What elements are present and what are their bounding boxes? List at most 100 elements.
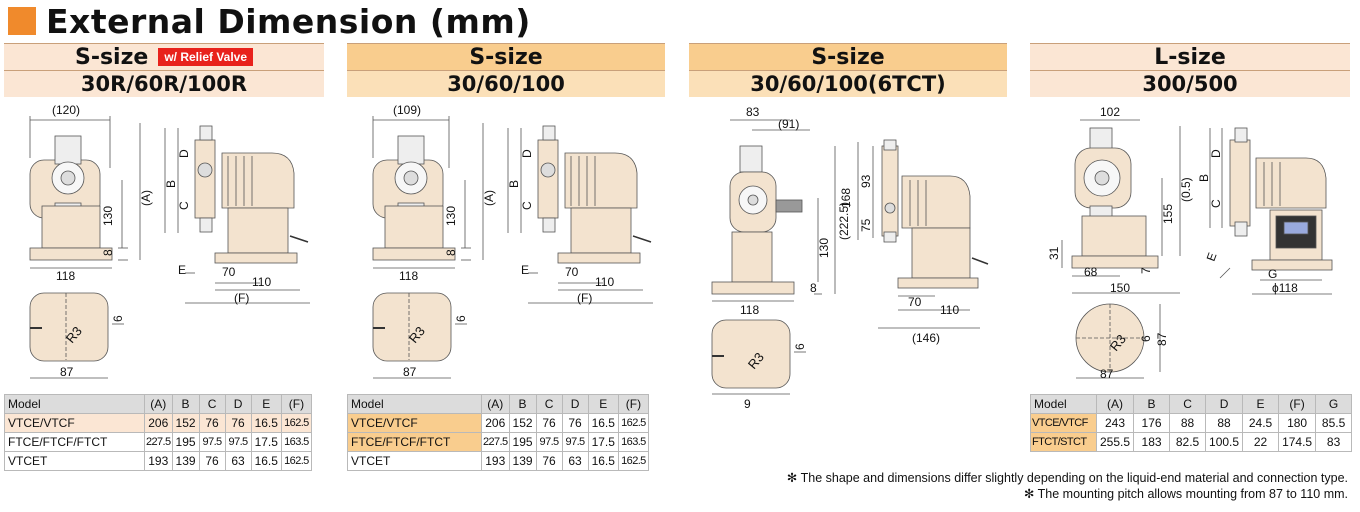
cell: 163.5 [280,432,312,452]
dim-e: E [178,263,186,277]
th-g: G [1315,394,1353,414]
cell: 180 [1278,413,1317,433]
plate-slot: 6 [454,315,468,322]
drawing-col-2: (109) 118 130 8 (A) B C D E 70 110 (F) R… [343,98,683,388]
cell: 139 [171,451,200,471]
cell: 76 [535,413,563,433]
title-text: External Dimension (mm) [46,1,531,41]
dim-f: (F) [577,291,592,305]
cell: 193 [481,451,510,471]
cell: 193 [144,451,173,471]
dim-h130: 130 [101,206,115,226]
cell: 100.5 [1205,432,1244,452]
header-col-3-models: 30/60/100(6TCT) [689,71,1007,97]
dim-c: C [520,201,534,210]
th-a: (A) [481,394,510,414]
dim-base: 118 [399,269,418,283]
cell: 17.5 [250,432,282,452]
th-a: (A) [1095,394,1135,414]
dim-w110: 110 [595,275,614,289]
cell: 76 [198,451,226,471]
header-col-3-size: S-size [689,44,1007,71]
plate-h87: 87 [1155,332,1169,346]
dim-b: B [164,180,178,188]
table-header-row: Model (A) B C D E (F) [347,394,649,414]
header-col-4: L-size 300/500 [1030,43,1350,97]
dim-w68: 68 [1084,265,1098,279]
table-row: FTCT/STCT 255.5 183 82.5 100.5 22 174.5 … [1030,432,1353,452]
cell: 16.5 [250,413,282,433]
cell: 152 [508,413,537,433]
drawing-col-1: (120) 118 130 8 (A) B C D E 70 110 (F) R… [0,98,340,388]
th-e: E [250,394,282,414]
dim-w91: (91) [778,117,799,131]
cell: 17.5 [587,432,619,452]
th-c: C [198,394,226,414]
dim-h31: 31 [1047,246,1061,260]
dim-h05: (0.5) [1179,177,1193,202]
dim-h130: 130 [444,206,458,226]
table-row: VTCET 193 139 76 63 16.5 162.5 [4,451,312,471]
cell: 176 [1133,413,1171,433]
spec-table-col-1: Model (A) B C D E (F) VTCE/VTCF 206 152 … [4,394,312,471]
relief-valve-badge: w/ Relief Valve [158,48,254,66]
cell: 183 [1133,432,1171,452]
size-label: S-size [74,44,149,70]
cell: 97.5 [224,432,252,452]
cell: VTCET [347,451,482,471]
th-model: Model [4,394,145,414]
th-f: (F) [1278,394,1317,414]
dim-w150: 150 [1110,281,1130,295]
spec-table-col-2: Model (A) B C D E (F) VTCE/VTCF 206 152 … [347,394,649,471]
plate-width: 87 [60,365,74,379]
dim-h225: (222.5) [837,202,851,240]
plate-width: 87 [1100,367,1114,381]
cell: 82.5 [1169,432,1207,452]
cell: 97.5 [198,432,226,452]
cell: FTCT/STCT [1030,432,1097,452]
dim-h8: 8 [444,249,458,256]
th-model: Model [347,394,482,414]
dim-h7: 7 [1139,267,1153,274]
dim-d: D [1209,149,1223,158]
dim-h8: 8 [101,249,115,256]
cell: 162.5 [617,451,649,471]
plate-slot: 6 [1139,335,1153,342]
th-f: (F) [617,394,649,414]
dim-f: (F) [234,291,249,305]
dim-h168: 168 [839,188,853,208]
dim-w110: 110 [252,275,271,289]
cell: 76 [561,413,589,433]
table-row: VTCE/VTCF 206 152 76 76 16.5 162.5 [4,413,312,433]
cell: 97.5 [561,432,589,452]
dim-c: C [1209,199,1223,208]
cell: 162.5 [280,413,312,433]
cell: 162.5 [617,413,649,433]
dim-width: (109) [393,103,421,117]
dim-c: C [177,201,191,210]
cell: 162.5 [280,451,312,471]
th-c: C [535,394,563,414]
table-header-row: Model (A) B C D E (F) G [1030,394,1353,414]
dim-h130: 130 [817,238,831,258]
dim-base: 118 [56,269,75,283]
table-row: FTCE/FTCF/FTCT 227.5 195 97.5 97.5 17.5 … [4,432,312,452]
dim-phi: ϕ118 [1272,281,1298,295]
cell: 22 [1242,432,1280,452]
footnote-1: ✻ The shape and dimensions differ slight… [786,471,1348,485]
cell: 139 [508,451,537,471]
header-col-3: S-size 30/60/100(6TCT) [689,43,1007,97]
dim-a: (A) [482,190,496,206]
header-col-1: S-size w/ Relief Valve 30R/60R/100R [4,43,324,97]
cell: 195 [171,432,200,452]
plate-slot: 6 [793,343,807,350]
footnotes: ✻ The shape and dimensions differ slight… [787,470,1348,502]
dim-d: D [520,149,534,158]
cell: 227.5 [481,432,510,452]
cell: 88 [1169,413,1207,433]
dim-h155: 155 [1161,204,1175,224]
dim-w70: 70 [908,295,922,309]
title-marker [8,7,36,35]
dim-w110: 110 [940,303,959,317]
cell: 76 [535,451,563,471]
